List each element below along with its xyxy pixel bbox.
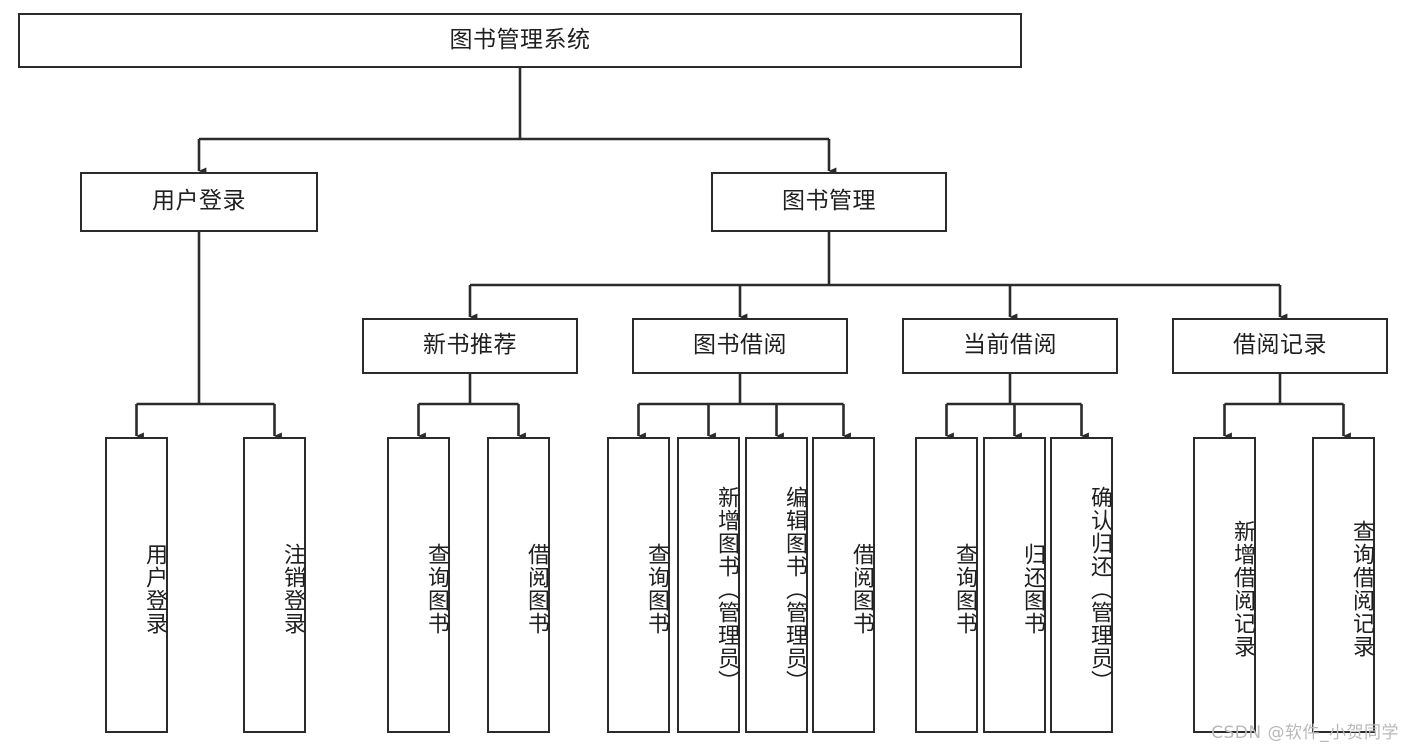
diagram-node-leaf7[interactable]: 编辑图书（管理员） [745,437,808,733]
diagram-node-leaf9[interactable]: 查询图书 [915,437,978,733]
diagram-node-leaf1[interactable]: 用户登录 [105,437,168,733]
diagram-node-borrow[interactable]: 图书借阅 [632,318,848,374]
diagram-node-label: 编辑图书（管理员） [782,485,807,693]
diagram-node-label: 借阅记录 [1233,332,1327,359]
diagram-node-label: 注销登录 [280,543,305,635]
diagram-node-login[interactable]: 用户登录 [80,172,318,232]
diagram-node-leaf13[interactable]: 查询借阅记录 [1312,437,1375,733]
diagram-node-leaf3[interactable]: 查询图书 [387,437,450,733]
diagram-node-leaf11[interactable]: 确认归还（管理员） [1050,437,1113,733]
diagram-node-label: 新书推荐 [423,332,517,359]
diagram-node-bookmgmt[interactable]: 图书管理 [711,172,947,232]
diagram-node-leaf8[interactable]: 借阅图书 [812,437,875,733]
diagram-node-label: 归还图书 [1020,543,1045,635]
diagram-node-leaf2[interactable]: 注销登录 [243,437,306,733]
diagram-node-leaf4[interactable]: 借阅图书 [487,437,550,733]
watermark-text: CSDN @软件_小贺同学 [1211,723,1399,743]
diagram-node-label: 借阅图书 [849,543,874,635]
diagram-node-label: 用户登录 [142,543,167,635]
diagram-node-leaf6[interactable]: 新增图书（管理员） [677,437,740,733]
diagram-node-leaf12[interactable]: 新增借阅记录 [1193,437,1256,733]
diagram-node-label: 图书借阅 [693,332,787,359]
diagram-node-label: 借阅图书 [524,543,549,635]
diagram-node-leaf10[interactable]: 归还图书 [983,437,1046,733]
diagram-node-records[interactable]: 借阅记录 [1172,318,1388,374]
diagram-node-label: 新增借阅记录 [1230,520,1255,658]
diagram-node-root[interactable]: 图书管理系统 [18,13,1022,68]
diagram-node-label: 确认归还（管理员） [1087,485,1112,693]
diagram-node-label: 查询图书 [644,543,669,635]
diagram-node-newbook[interactable]: 新书推荐 [362,318,578,374]
diagram-node-label: 用户登录 [152,188,246,215]
diagram-node-label: 查询图书 [952,543,977,635]
diagram-node-label: 图书管理 [782,188,876,215]
diagram-node-label: 图书管理系统 [449,26,591,53]
diagram-node-label: 查询图书 [424,543,449,635]
diagram-node-current[interactable]: 当前借阅 [902,318,1118,374]
diagram-node-label: 查询借阅记录 [1349,520,1374,658]
diagram-node-leaf5[interactable]: 查询图书 [607,437,670,733]
diagram-node-label: 新增图书（管理员） [714,485,739,693]
diagram-node-label: 当前借阅 [963,332,1057,359]
